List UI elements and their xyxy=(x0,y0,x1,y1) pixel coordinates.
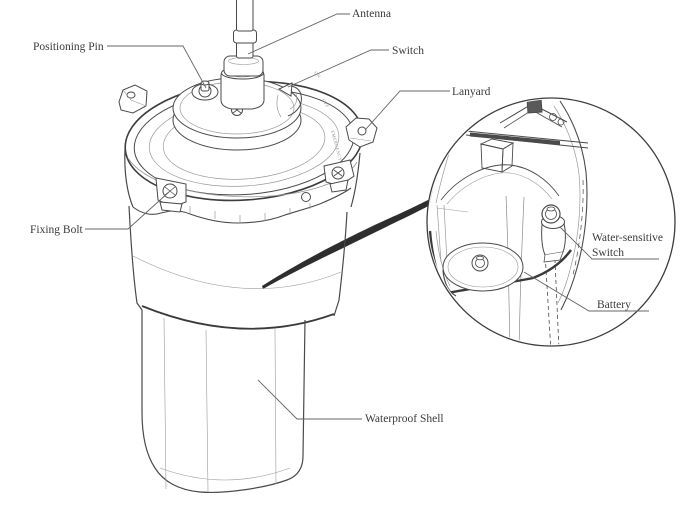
label-fixing-bolt: Fixing Bolt xyxy=(30,224,84,236)
beacon-device: ON OFF EMERGENCY xyxy=(118,0,378,493)
engraving-emergency: EMERGENCY xyxy=(330,130,343,162)
leader-battery xyxy=(523,271,649,312)
water-sensitive-switch-part xyxy=(541,204,566,263)
leader-fixing-bolt xyxy=(85,191,170,230)
label-antenna: Antenna xyxy=(352,8,391,20)
engraving-off: OFF xyxy=(321,98,330,109)
label-water-sensitive-switch-line1: Water-sensitive xyxy=(592,232,663,244)
label-lanyard: Lanyard xyxy=(452,86,491,98)
screw-lug-right xyxy=(323,159,355,193)
detail-view-contents xyxy=(428,99,589,345)
engraved-markings: ON OFF EMERGENCY xyxy=(313,70,343,162)
lanyard-cord xyxy=(262,198,432,289)
positioning-pin-part xyxy=(191,80,219,101)
leader-positioning-pin xyxy=(107,45,207,89)
fixing-bolt-lug xyxy=(155,177,187,213)
battery-part xyxy=(442,242,524,297)
leader-lines xyxy=(85,13,659,420)
labels: Antenna Positioning Pin Switch Lanyard F… xyxy=(30,8,663,425)
screw-small xyxy=(301,192,311,202)
leader-antenna xyxy=(247,13,350,55)
upper-body xyxy=(128,205,348,330)
label-waterproof-shell: Waterproof Shell xyxy=(365,413,444,425)
leader-lanyard xyxy=(365,90,450,130)
leader-water-sensitive-switch xyxy=(559,226,659,260)
detail-bracket xyxy=(465,99,589,149)
label-positioning-pin: Positioning Pin xyxy=(33,41,104,53)
cap-ear-left xyxy=(118,84,148,114)
label-battery: Battery xyxy=(597,299,631,311)
cap-skirt xyxy=(124,148,361,224)
detail-block xyxy=(479,138,515,173)
engraving-on: ON xyxy=(313,70,322,79)
label-water-sensitive-switch-line2: Switch xyxy=(592,247,624,259)
leader-waterproof-shell xyxy=(257,379,362,420)
antenna-part xyxy=(220,0,265,110)
label-switch: Switch xyxy=(392,45,424,57)
waterproof-shell-part xyxy=(141,310,306,493)
leader-switch xyxy=(287,49,389,88)
